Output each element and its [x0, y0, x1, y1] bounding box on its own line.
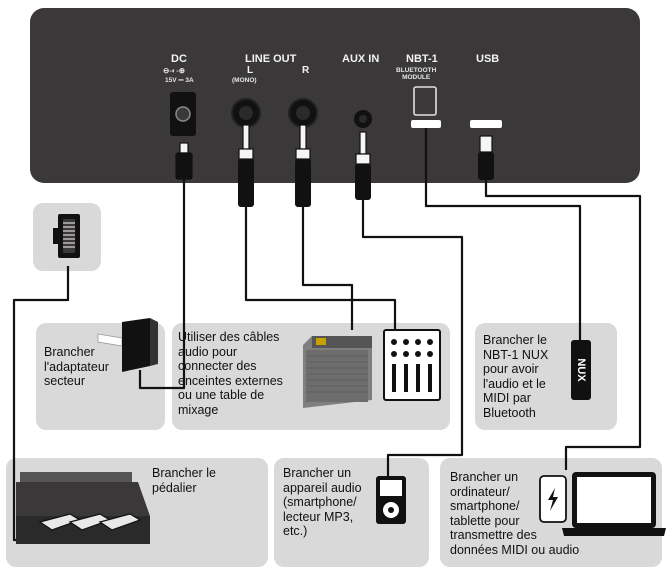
- auxin-label: AUX IN: [342, 53, 380, 65]
- power-adapter-icon: [97, 318, 158, 372]
- dc-cable: [138, 179, 186, 390]
- computer-text: Brancher un ordinateur/ smartphone/ tabl…: [450, 470, 580, 557]
- mp3-player-icon: [376, 476, 406, 524]
- mixer-icon: [383, 329, 441, 401]
- auxin-plug: [355, 131, 371, 200]
- auxin-cable: [361, 200, 464, 476]
- adapter-text: Brancher l'adaptateur secteur: [44, 345, 109, 388]
- lineout-r-plug: [295, 124, 311, 207]
- amplifier-icon: [303, 336, 372, 408]
- lineout-mono-label: (MONO): [232, 77, 257, 84]
- rear-panel: [30, 8, 640, 183]
- laptop-icon: [562, 472, 666, 536]
- lineout-l-cable: [244, 207, 397, 330]
- mixer-text: Utiliser des câbles audio pour connecter…: [178, 330, 283, 417]
- lineout-l-plug: [238, 124, 254, 207]
- lineout-r-port: [288, 98, 318, 128]
- lineout-l-label: L: [247, 65, 254, 76]
- nbt-text: Brancher le NBT-1 NUX pour avoir l'audio…: [483, 333, 549, 420]
- dc-plug: [175, 142, 193, 180]
- nbt-sub-label: BLUETOOTH MODULE: [396, 67, 437, 82]
- lineout-l-port: [231, 98, 261, 128]
- usb-plug: [478, 135, 494, 180]
- usb-label: USB: [476, 53, 500, 65]
- cables: [12, 128, 642, 542]
- nbt-box: [475, 323, 617, 430]
- bluetooth-module-icon: [571, 340, 591, 400]
- nbt-port: [411, 86, 441, 128]
- usb-port: [470, 120, 502, 128]
- auxin-port: [354, 110, 372, 128]
- nbt-module-logo: NUX: [575, 358, 587, 382]
- dc-port: [170, 92, 196, 136]
- dc-rating: 15V ⎓ 3A: [165, 77, 194, 84]
- dc-symbol: ⊖-◐-⊕: [163, 66, 186, 75]
- audio-text: Brancher un appareil audio (smartphone/ …: [283, 466, 362, 538]
- pedal-text: Brancher le pédalier: [152, 466, 216, 495]
- pedal-unit-icon: [16, 472, 150, 544]
- lineout-label: LINE OUT: [245, 53, 297, 65]
- nbt-label: NBT-1: [406, 53, 438, 65]
- lineout-r-cable: [301, 207, 354, 330]
- lineout-r-label: R: [302, 65, 310, 76]
- nbt-cable: [424, 128, 582, 340]
- dc-label: DC: [171, 53, 187, 65]
- smartphone-icon: [539, 475, 567, 523]
- connector-icon: [53, 214, 80, 258]
- usb-cable: [484, 180, 642, 470]
